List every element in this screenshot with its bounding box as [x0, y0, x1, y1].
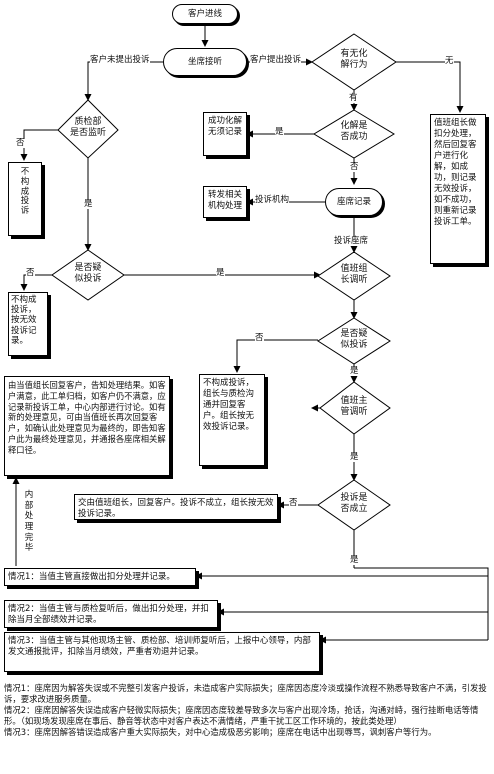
- seat-receive-node: 坐席接听: [163, 48, 247, 76]
- internal-done-label: 内 部 处 理 完 毕: [24, 490, 34, 554]
- label-none: 无: [445, 56, 454, 67]
- label-have: 有: [349, 93, 358, 104]
- case1-box: 情况1：当值主管直接做出扣分处理并记录。: [4, 568, 196, 586]
- arrow-seat-qc: [84, 61, 163, 101]
- no-complaint-box-3: 不构成投诉，组长与质检沟通并回复客户。组长按无效投诉记录。: [199, 374, 265, 466]
- label-yes-5: 是: [350, 452, 359, 463]
- arrow-valid-yes-right: [354, 567, 489, 640]
- leader-reply-box: 由当值组长回复客户，告知处理结果。如客户满意，此工单归档，如客户仍不满意，应记录…: [4, 376, 170, 476]
- arrow-qc-no: [20, 129, 58, 161]
- decision-qc-shape: [57, 99, 119, 159]
- label-no-4: 否: [255, 333, 264, 344]
- label-transfer-org: 投诉机构: [255, 195, 290, 206]
- arrow-suspect2-no: [233, 339, 318, 373]
- label-no-1: 否: [350, 162, 359, 173]
- resolved-text: 化解是 否成功: [340, 121, 368, 143]
- decision-resolvable-shape: [311, 33, 397, 91]
- case3-box: 情况3：当值主管与其他现场主管、质检部、培训师复听后，上报中心领导，内部发文通报…: [4, 632, 320, 672]
- label-yes-6: 是: [350, 555, 359, 566]
- suspect-right-text: 是否疑 似投诉: [340, 329, 368, 351]
- suspect-left-text: 是否疑 似投诉: [74, 263, 102, 285]
- supervisor-text: 值班主 管调听: [340, 396, 368, 418]
- label-yes-4: 是: [350, 366, 359, 377]
- decision-valid-shape: [317, 479, 391, 531]
- decision-suspect-right-shape: [317, 317, 391, 365]
- no-complaint-box: 不 构 成 投 诉: [8, 162, 42, 236]
- transfer-box: 转发相关 机构处理: [203, 186, 247, 218]
- resolvable-text: 有无化 解行为: [340, 49, 368, 71]
- label-no-3: 否: [26, 268, 35, 279]
- arrow-suspect-no: [20, 274, 52, 291]
- label-yes-2: 是: [84, 199, 93, 210]
- label-no-2: 否: [16, 138, 25, 149]
- arrow-none-leader: [396, 61, 464, 113]
- leader-right-box: 值班组长做扣分处理，然后回复客户进行化解，如成功，则记录无效投诉，如不成功，则重…: [430, 114, 486, 264]
- notes-section: 情况1：座席因为解答失误或不完整引发客户投诉，未造成客户实际损失；座席因态度冷淡…: [4, 683, 492, 738]
- note-3: 情况3：座席因解答错误造成客户重大实际损失，对中心造成极恶劣影响；座席在电话中出…: [4, 727, 437, 738]
- note-2: 情况2：座席因解答失误造成客户轻微实际损失；座席因态度较差导致多次与客户出现冷场…: [4, 705, 479, 727]
- decision-suspect-left-shape: [51, 249, 125, 301]
- reply-invalid-box: 交由值班组长，回复客户。投诉不成立，组长按无效投诉记录。: [74, 494, 278, 520]
- label-yes-3: 是: [216, 268, 225, 279]
- label-yes-1: 是: [275, 127, 284, 138]
- label-complaint-raised: 客户提出投诉: [250, 55, 302, 66]
- decision-resolved-shape: [313, 109, 395, 159]
- label-no-complaint-raised: 客户未提出投诉: [90, 55, 150, 66]
- valid-text: 投诉是 否成立: [340, 493, 368, 515]
- start-node: 客户进线: [172, 4, 238, 24]
- no-complaint-box-2: 不构成 投诉， 按无效 投诉记 录。: [8, 292, 48, 356]
- label-complaint-seat: 投诉座席: [334, 236, 369, 247]
- note-1: 情况1：座席因为解答失误或不完整引发客户投诉，未造成客户实际损失；座席因态度冷淡…: [4, 683, 487, 705]
- decision-leader-shape: [317, 251, 391, 301]
- leader-listen-text: 值班组 长调听: [340, 264, 368, 286]
- success-box: 成功化解 无须记录: [203, 112, 247, 156]
- seat-record-node: 座席记录: [325, 188, 383, 216]
- decision-supervisor-shape: [319, 381, 391, 435]
- qc-text: 质检部 是否监听: [69, 117, 106, 139]
- label-no-5: 否: [289, 498, 298, 509]
- case2-box: 情况2：当值主管与质检复听后，做出扣分处理，并扣除当月全部绩效并记录。: [4, 600, 218, 628]
